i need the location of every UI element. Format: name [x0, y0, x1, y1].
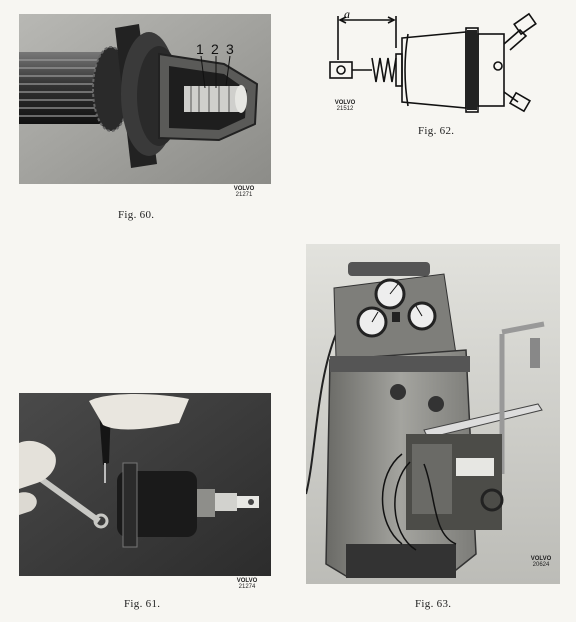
fig63-volvo-tag: VOLVO 20624	[526, 556, 556, 568]
fig62-caption: Fig. 62.	[418, 125, 455, 137]
fig63-photo	[306, 244, 560, 584]
fig60-tag-brand: VOLVO	[233, 186, 255, 192]
fig62-dimension-label: a	[344, 8, 350, 21]
fig61-tag-number: 21274	[238, 584, 256, 590]
fig60-tag-number: 21271	[235, 192, 253, 198]
fig62-volvo-tag: VOLVO 21512	[330, 100, 360, 112]
fig61-tag-brand: VOLVO	[236, 578, 258, 584]
fig60-callout-2: 2	[211, 41, 219, 57]
fig61-caption: Fig. 61.	[124, 598, 161, 610]
fig60-caption: Fig. 60.	[118, 209, 155, 221]
fig60-volvo-tag: VOLVO 21271	[228, 186, 260, 198]
fig63-tag-number: 20624	[532, 562, 550, 568]
fig61-photo	[19, 393, 271, 576]
fig62-tag-brand: VOLVO	[334, 100, 356, 106]
fig60-photo: 1 2 3	[19, 14, 271, 184]
fig61-illustration	[19, 393, 271, 576]
fig63-illustration	[306, 244, 560, 584]
fig63-tag-brand: VOLVO	[530, 556, 552, 562]
fig62-drawing: a	[326, 7, 556, 118]
fig60-callout-3: 3	[226, 41, 234, 57]
fig60-callout-1: 1	[196, 41, 204, 57]
fig63-caption: Fig. 63.	[415, 598, 452, 610]
fig62-tag-number: 21512	[336, 106, 354, 112]
fig60-illustration: 1 2 3	[19, 14, 271, 184]
fig62-illustration: a	[329, 7, 537, 113]
fig61-volvo-tag: VOLVO 21274	[231, 578, 263, 590]
